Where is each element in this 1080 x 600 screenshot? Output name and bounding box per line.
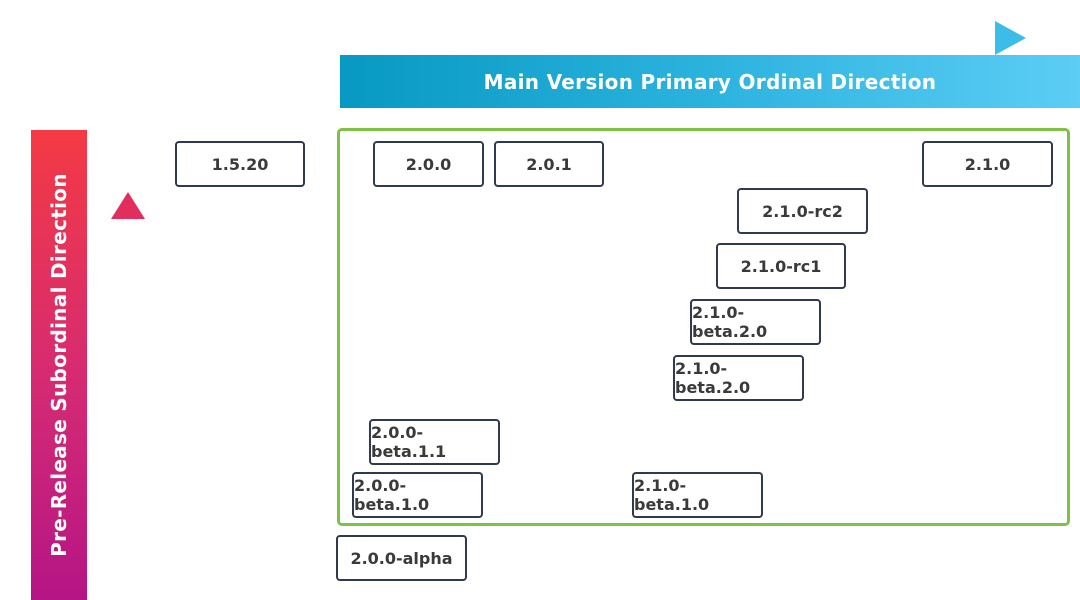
version-box-1-5-20: 1.5.20 (175, 141, 305, 187)
version-box-2-0-0-beta-1-0: 2.0.0-beta.1.0 (352, 472, 483, 518)
version-label: 1.5.20 (211, 154, 269, 174)
version-box-2-0-0-beta-1-1: 2.0.0-beta.1.1 (369, 419, 500, 465)
version-box-2-1-0-rc1: 2.1.0-rc1 (716, 243, 846, 289)
vertical-arrow (111, 192, 145, 581)
main-version-label: Main Version Primary Ordinal Direction (483, 69, 937, 94)
main-version-banner: Main Version Primary Ordinal Direction (340, 55, 1080, 108)
version-box-2-1-0-beta-2-0-upper: 2.1.0-beta.2.0 (690, 299, 821, 345)
version-2-group (337, 128, 1070, 526)
version-label: 2.0.1 (526, 154, 572, 174)
version-label: 2.1.0 (964, 154, 1011, 174)
version-label: 2.0.0-beta.1.1 (371, 423, 447, 461)
version-box-2-1-0-beta-2-0-lower: 2.1.0-beta.2.0 (673, 355, 804, 401)
version-box-2-0-0: 2.0.0 (373, 141, 484, 187)
version-box-2-1-0: 2.1.0 (922, 141, 1053, 187)
version-label: 2.1.0-beta.2.0 (692, 303, 768, 341)
version-box-2-1-0-rc2: 2.1.0-rc2 (737, 188, 868, 234)
version-label: 2.0.0-beta.1.0 (354, 476, 430, 514)
version-label: 2.1.0-rc2 (762, 201, 843, 221)
version-box-2-0-1: 2.0.1 (494, 141, 604, 187)
version-label: 2.1.0-beta.1.0 (634, 476, 710, 514)
version-label: 2.0.0-alpha (350, 548, 453, 568)
version-box-2-1-0-beta-1-0: 2.1.0-beta.1.0 (632, 472, 763, 518)
version-label: 2.1.0-beta.2.0 (675, 359, 751, 397)
version-label: 2.1.0-rc1 (740, 256, 822, 276)
pre-release-label: Pre-Release Subordinal Direction (47, 173, 71, 557)
horizontal-arrow (397, 21, 1026, 55)
version-label: 2.0.0 (405, 154, 452, 174)
pre-release-banner (31, 130, 87, 600)
version-box-2-0-0-alpha: 2.0.0-alpha (336, 535, 467, 581)
